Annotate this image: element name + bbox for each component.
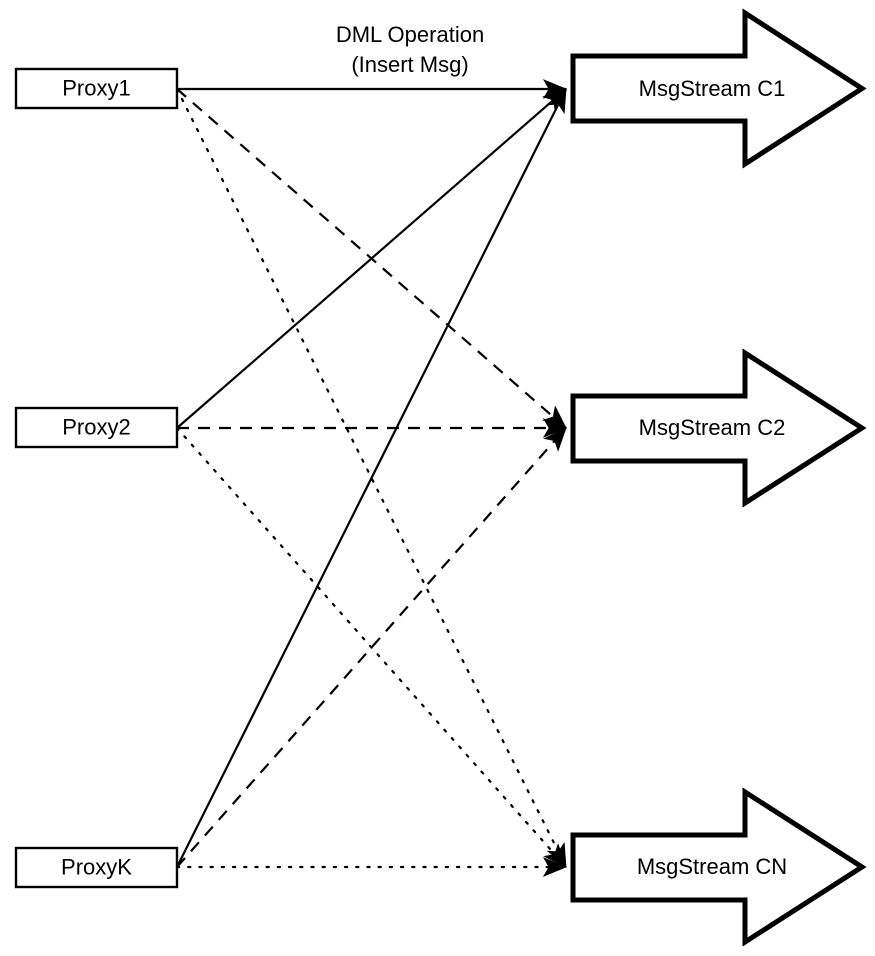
proxy-label-proxy1: Proxy1 (62, 75, 130, 100)
dml-operation-label-line2: (Insert Msg) (351, 52, 468, 77)
msgstream-block-arrow-stream_c2 (570, 348, 867, 508)
proxy-label-proxy2: Proxy2 (62, 414, 130, 439)
proxy-box-proxy2 (14, 406, 179, 449)
streams-layer: MsgStream C1 MsgStream C2 MsgStream CN (570, 8, 867, 947)
msgstream-node-stream_c1[interactable]: MsgStream C1 (570, 8, 867, 169)
connection-pk-c2 (176, 427, 567, 868)
msgstream-label-stream_c2: MsgStream C2 (639, 415, 786, 440)
dml-operation-annotation: DML Operation (Insert Msg) (336, 22, 484, 77)
msgstream-label-stream_c1: MsgStream C1 (639, 76, 786, 101)
dml-operation-label-line1: DML Operation (336, 22, 484, 47)
msgstream-block-arrow-stream_cn (570, 787, 867, 947)
msgstream-label-stream_cn: MsgStream CN (637, 854, 787, 879)
connection-p2-cn (175, 426, 568, 869)
connection-p2-c1 (176, 88, 567, 429)
msgstream-node-stream_c2[interactable]: MsgStream C2 (570, 348, 867, 508)
connections-layer (175, 79, 568, 877)
connection-p1-cn (175, 87, 568, 869)
proxy-label-proxyk: ProxyK (61, 854, 132, 879)
proxy-node-proxy2[interactable]: Proxy2 (14, 406, 179, 449)
proxy-box-proxyk (14, 846, 179, 889)
msgstream-block-arrow-stream_c1 (570, 8, 867, 169)
msgstream-node-stream_cn[interactable]: MsgStream CN (570, 787, 867, 947)
proxy-node-proxyk[interactable]: ProxyK (14, 846, 179, 889)
proxy-box-proxy1 (14, 67, 179, 110)
proxy-node-proxy1[interactable]: Proxy1 (14, 67, 179, 110)
connection-pk-c1 (176, 88, 567, 868)
